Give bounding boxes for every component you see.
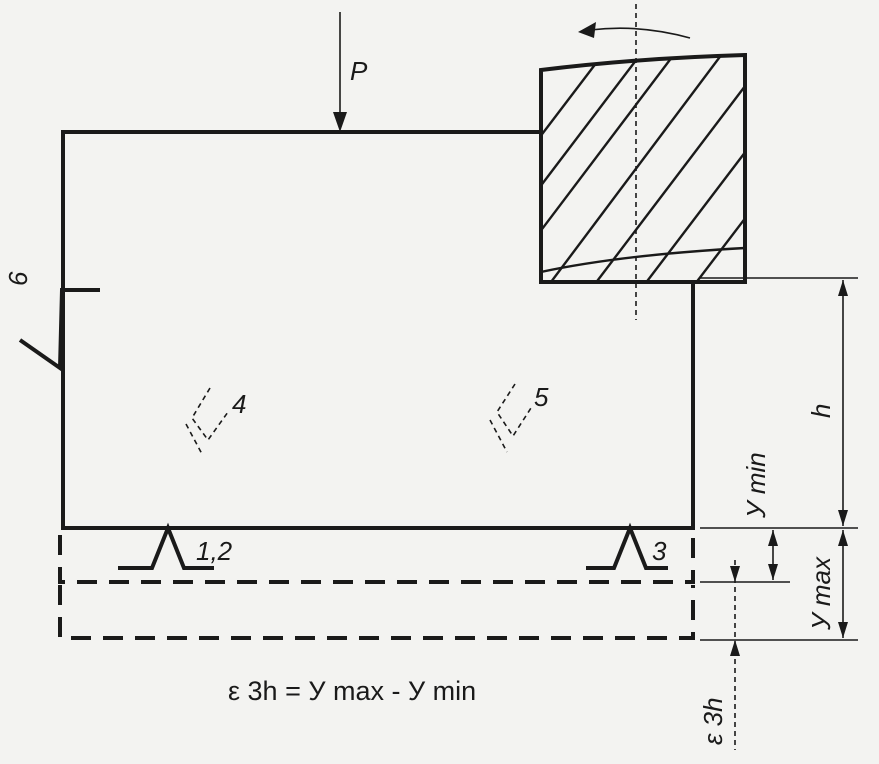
support-symbol-12: [118, 522, 214, 570]
dimension-ymax: [838, 530, 848, 638]
support-label-5: 5: [534, 382, 549, 412]
support-label-12: 1,2: [196, 536, 233, 566]
dashed-position-2: [58, 585, 695, 640]
workpiece-outline: [61, 130, 695, 530]
formula-text: ε 3h = У max - У min: [228, 676, 476, 706]
force-arrow: [333, 12, 347, 132]
support-label-3: 3: [652, 536, 667, 566]
support-symbol-4: [185, 387, 229, 455]
cutter-tool: [539, 52, 747, 284]
dashed-position-1: [58, 535, 695, 584]
dim-label-ymax: У max: [806, 556, 836, 631]
support-symbol-5: [489, 383, 532, 453]
dim-label-eps: ε 3h: [698, 697, 728, 745]
dimension-ymin: [768, 530, 778, 580]
force-label: P: [350, 56, 368, 86]
dim-label-h: h: [806, 404, 836, 418]
rotation-arrow: [578, 22, 691, 39]
roughness-symbol: [18, 288, 100, 372]
dim-label-ymin: У min: [741, 452, 771, 519]
support-symbol-3: [586, 522, 668, 570]
dimension-h: [838, 280, 848, 526]
support-label-4: 4: [232, 389, 246, 419]
dimension-eps: [730, 560, 740, 750]
roughness-label: 6: [3, 271, 33, 286]
